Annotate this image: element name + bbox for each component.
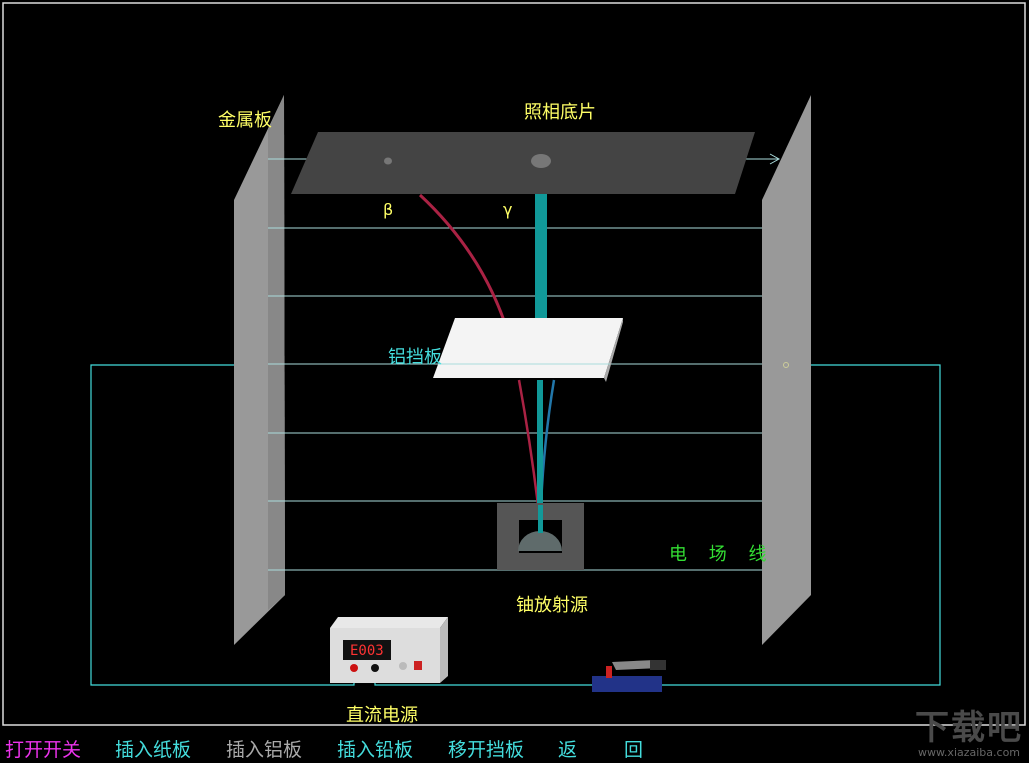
gamma-ray (535, 194, 547, 348)
open-switch-button[interactable]: 打开开关 (5, 739, 82, 761)
photo-film-label: 照相底片 (524, 102, 596, 123)
right-metal-plate (762, 95, 811, 645)
knife-switch[interactable] (592, 660, 666, 692)
back-button-part1[interactable]: 返 (558, 739, 578, 761)
gamma-spot (531, 154, 551, 168)
metal-plate-label: 金属板 (218, 110, 272, 131)
back-button-part2[interactable]: 回 (624, 739, 644, 761)
uranium-source-label: 铀放射源 (516, 595, 588, 616)
aluminum-baffle-label: 铝挡板 (388, 347, 442, 368)
dc-power-label: 直流电源 (346, 705, 418, 726)
beta-label: β (383, 200, 394, 219)
insert-aluminum-button[interactable]: 插入铝板 (226, 739, 303, 761)
watermark-logo: 下载吧 www.xiazaiba.com (915, 708, 1023, 759)
gamma-label: γ (503, 200, 513, 219)
insert-lead-button[interactable]: 插入铅板 (337, 739, 414, 761)
insert-paper-button[interactable]: 插入纸板 (115, 739, 192, 761)
aluminum-baffle[interactable] (433, 318, 623, 378)
uranium-source (497, 503, 584, 570)
beta-spot (384, 157, 392, 165)
svg-text:E003: E003 (350, 643, 384, 659)
frame-border (2, 2, 1026, 726)
remove-baffle-button[interactable]: 移开挡板 (448, 739, 525, 761)
field-lines-label: 电 场 线 (669, 544, 775, 565)
photo-film (291, 132, 755, 194)
dc-power-supply[interactable]: E003 (330, 617, 448, 683)
